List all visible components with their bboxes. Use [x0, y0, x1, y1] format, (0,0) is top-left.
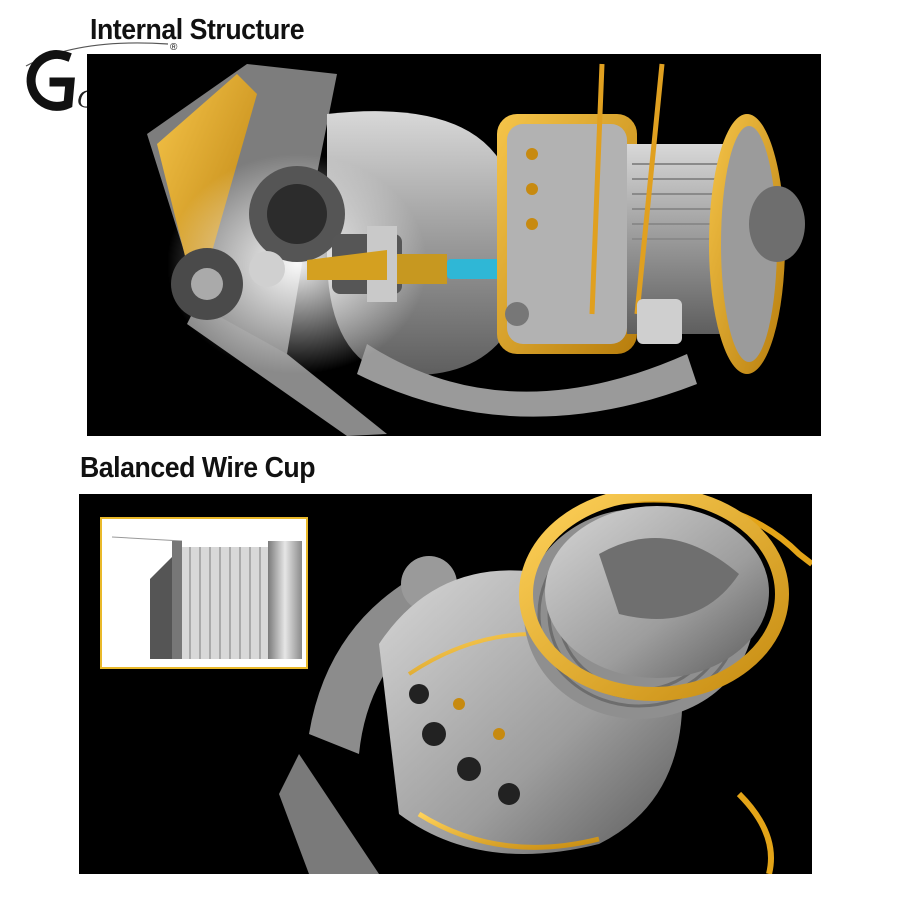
heading-internal-structure: Internal Structure — [90, 14, 305, 46]
wire-cup-diagram-inset — [100, 517, 308, 669]
logo-registered-mark: ® — [170, 42, 178, 53]
reel-spool-closeup-photo — [79, 494, 812, 874]
heading-balanced-wire-cup: Balanced Wire Cup — [80, 452, 316, 484]
reel-internal-structure-photo — [87, 54, 821, 436]
